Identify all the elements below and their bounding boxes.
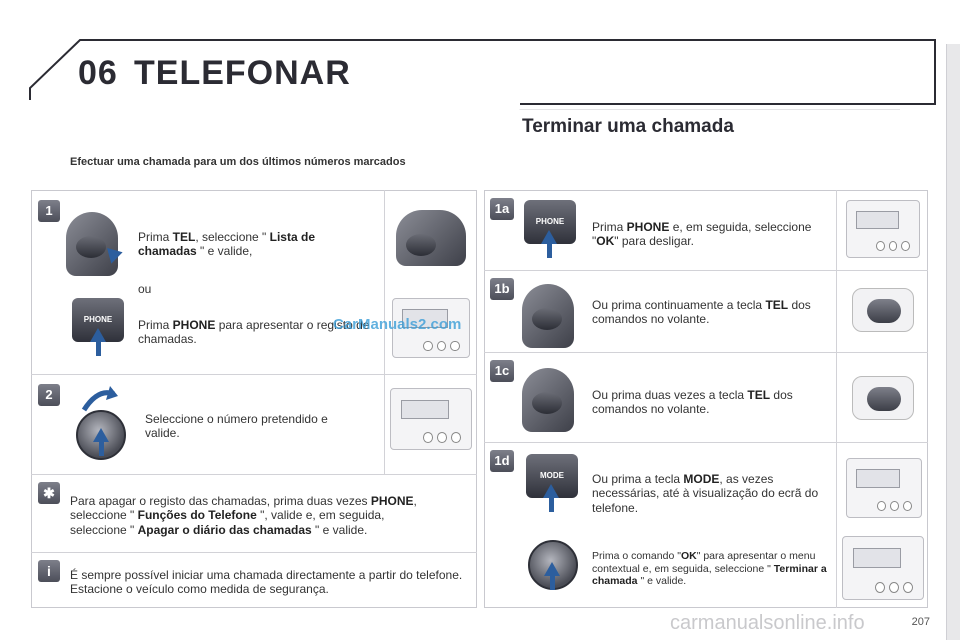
step-1c-text: Ou prima duas vezes a tecla TEL dos coma…: [592, 388, 793, 417]
left-divider-3: [31, 552, 477, 553]
press-arrow-stem: [99, 440, 104, 456]
press-arrow-icon: [544, 562, 560, 576]
step-1d-text: Ou prima a tecla MODE, as vezes necessár…: [592, 472, 819, 515]
press-arrow-icon: [543, 484, 559, 498]
page-edge-strip: [946, 44, 960, 640]
info-icon: i: [38, 560, 60, 582]
radio-unit-icon: [392, 298, 470, 358]
steering-wheel-icon: [852, 288, 914, 332]
steering-stalk-icon: [66, 212, 118, 276]
press-arrow-icon: [90, 328, 106, 342]
radio-unit-icon: [390, 388, 472, 450]
tip-text: Para apagar o registo das chamadas, prim…: [70, 494, 417, 537]
step-1b-badge: 1b: [490, 278, 514, 300]
radio-unit-icon: [846, 458, 922, 518]
radio-unit-icon: [842, 536, 924, 600]
header-banner: [29, 39, 936, 110]
step-1d-badge: 1d: [490, 450, 514, 472]
step-1-text-b: Prima PHONE para apresentar o registo de…: [138, 318, 370, 347]
step-2-badge: 2: [38, 384, 60, 406]
press-arrow-icon: [93, 428, 109, 442]
right-divider-v: [836, 190, 837, 608]
watermark-text: CarManuals2.com: [333, 316, 462, 333]
intro-heading: Efectuar uma chamada para um dos últimos…: [70, 156, 406, 168]
steering-stalk-icon: [522, 284, 574, 348]
right-divider-3: [484, 442, 928, 443]
tip-gear-icon: ✱: [38, 482, 60, 504]
step-1b-text: Ou prima continuamente a tecla TEL dos c…: [592, 298, 811, 327]
page-number: 207: [911, 616, 930, 628]
right-divider-2: [484, 352, 928, 353]
or-label: ou: [138, 282, 152, 296]
step-2-text: Seleccione o número pretendido e valide.: [145, 412, 328, 441]
steering-wheel-icon: [396, 210, 466, 266]
step-1a-badge: 1a: [490, 198, 514, 220]
press-arrow-stem: [96, 340, 101, 356]
left-divider-2: [31, 474, 477, 475]
rotate-arrow-icon: [81, 386, 118, 412]
step-1-text-a: Prima TEL, seleccione " Lista de chamada…: [138, 230, 315, 259]
press-arrow-stem: [550, 574, 555, 590]
press-arrow-stem: [547, 242, 552, 258]
left-divider-v: [384, 190, 385, 474]
right-divider-1: [484, 270, 928, 271]
chapter-title: TELEFONAR: [134, 54, 351, 92]
left-divider-1: [31, 374, 477, 375]
steering-wheel-icon: [852, 376, 914, 420]
info-text: É sempre possível iniciar uma chamada di…: [70, 568, 463, 597]
step-1-badge: 1: [38, 200, 60, 222]
footer-watermark: carmanualsonline.info: [670, 612, 865, 634]
step-1d-subtext: Prima o comando "OK" para apresentar o m…: [592, 550, 827, 588]
radio-unit-icon: [846, 200, 920, 258]
steering-stalk-icon: [522, 368, 574, 432]
step-1a-text: Prima PHONE e, em seguida, seleccione "O…: [592, 220, 812, 249]
chapter-number: 06: [78, 54, 118, 92]
press-arrow-icon: [541, 230, 557, 244]
step-1c-badge: 1c: [490, 360, 514, 382]
press-arrow-stem: [549, 496, 554, 512]
section-title: Terminar uma chamada: [522, 116, 734, 137]
